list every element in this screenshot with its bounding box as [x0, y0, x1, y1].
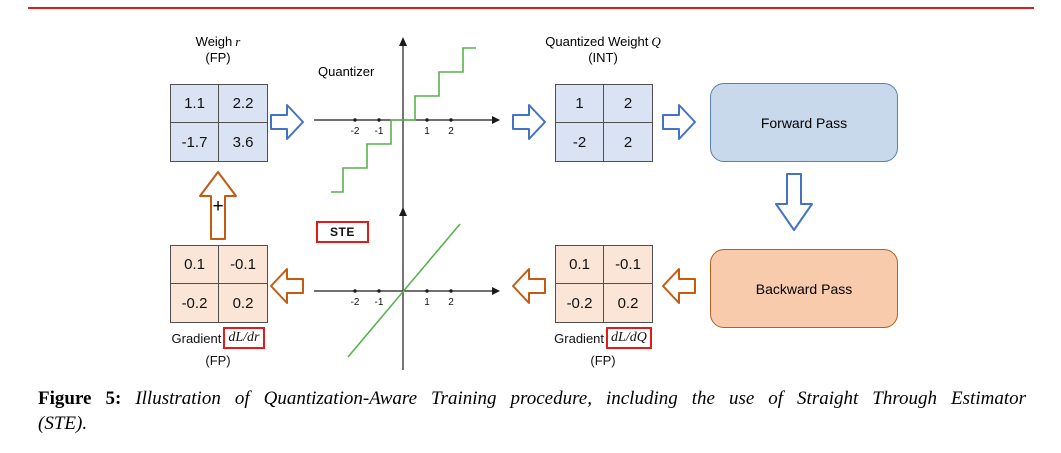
arrow-down-icon [775, 173, 813, 231]
tick-dot [449, 289, 453, 293]
identity-line-curve [347, 223, 461, 358]
arrow-right-icon [270, 104, 304, 140]
arrow-left-icon [270, 268, 304, 304]
table-cell: 3.6 [219, 123, 267, 161]
arrow-up-icon [199, 171, 237, 240]
table-cell: 2.2 [219, 85, 267, 123]
table-cell: -0.2 [171, 284, 219, 322]
step-function-curve [331, 47, 476, 193]
table-cell: -2 [556, 123, 604, 161]
y-axis-arrowhead [399, 207, 407, 216]
tick-dot [425, 289, 429, 293]
quantized-unit: (INT) [588, 50, 618, 65]
tick-label: -2 [351, 297, 360, 308]
figure-caption: Figure 5: Illustration of Quantization-A… [38, 386, 1026, 436]
x-axis-arrowhead [492, 116, 500, 124]
y-axis-arrowhead [399, 37, 407, 46]
tick-label: -2 [351, 126, 360, 137]
gradient-q-title: Gradient [554, 330, 605, 346]
tick-label: -1 [375, 126, 384, 137]
table-cell: 1.1 [171, 85, 219, 123]
quantized-title: Quantized Weight [545, 34, 649, 49]
tick-label: 2 [448, 126, 454, 137]
ste-label: STE [316, 221, 369, 243]
table-cell: -1.7 [171, 123, 219, 161]
arrow-left-icon [662, 268, 696, 304]
tick-dot [353, 289, 357, 293]
weight-table: 1.1 2.2 -1.7 3.6 [170, 84, 268, 162]
table-cell: 2 [604, 85, 652, 123]
tick-label: 1 [424, 297, 430, 308]
table-cell: -0.1 [604, 246, 652, 284]
weight-unit: (FP) [205, 50, 231, 65]
caption-text-line1: Illustration of Quantization-Aware Train… [135, 388, 1027, 409]
tick-label: -1 [375, 297, 384, 308]
table-cell: 1 [556, 85, 604, 123]
quantizer-label: Quantizer [318, 64, 375, 79]
tick-dot [377, 289, 381, 293]
forward-pass-box: Forward Pass [710, 83, 898, 162]
x-axis-arrowhead [492, 287, 500, 295]
tick-dot [353, 118, 357, 122]
tick-label: 2 [448, 297, 454, 308]
caption-figure-label: Figure 5: [38, 388, 122, 409]
ste-plot: -2 -1 1 2 [314, 207, 500, 370]
table-cell: 0.2 [219, 284, 267, 322]
arrow-right-icon [512, 104, 546, 140]
tick-label: 1 [424, 126, 430, 137]
forward-pass-label: Forward Pass [760, 114, 848, 131]
arrow-right-icon [662, 104, 696, 140]
table-cell: 0.2 [604, 284, 652, 322]
weight-title: Weigh [195, 34, 233, 49]
gradient-r-formula: dL/dr [223, 327, 265, 349]
quantized-weight-table: 1 2 -2 2 [555, 84, 653, 162]
quantized-variable: Q [651, 34, 661, 49]
gradient-r-title: Gradient [171, 330, 222, 346]
tick-dot [449, 118, 453, 122]
gradient-q-formula: dL/dQ [606, 327, 652, 349]
table-cell: 0.1 [556, 246, 604, 284]
table-cell: -0.2 [556, 284, 604, 322]
gradient-q-label: Gradient dL/dQ (FP) [535, 327, 671, 368]
arrow-left-icon [512, 268, 546, 304]
caption-text-line2: (STE). [38, 413, 88, 434]
weight-variable: r [235, 34, 241, 49]
table-cell: 2 [604, 123, 652, 161]
tick-dot [377, 118, 381, 122]
table-cell: 0.1 [171, 246, 219, 284]
table-cell: -0.1 [219, 246, 267, 284]
gradient-q-table: 0.1 -0.1 -0.2 0.2 [555, 245, 653, 323]
plus-sign: + [212, 196, 224, 217]
gradient-r-label: Gradient dL/dr (FP) [150, 327, 286, 368]
gradient-r-table: 0.1 -0.1 -0.2 0.2 [170, 245, 268, 323]
gradient-r-unit: (FP) [205, 353, 231, 368]
tick-dot [425, 118, 429, 122]
quantizer-plot: -2 -1 1 2 [314, 37, 500, 210]
figure-top-border [28, 7, 1034, 9]
gradient-q-unit: (FP) [590, 353, 616, 368]
backward-pass-box: Backward Pass [710, 249, 898, 328]
backward-pass-label: Backward Pass [755, 280, 853, 297]
